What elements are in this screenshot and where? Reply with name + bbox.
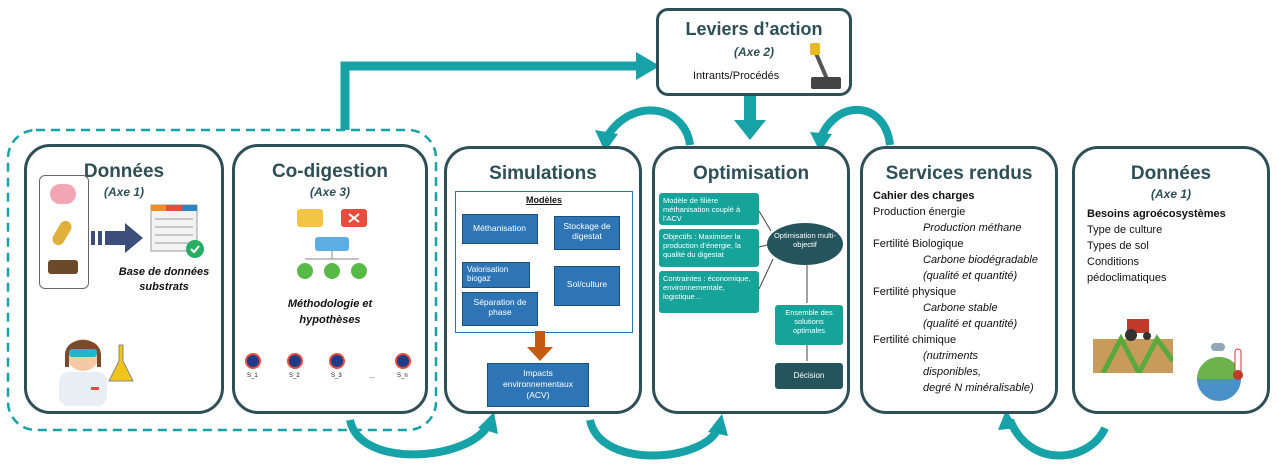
modeles-label: Modèles bbox=[525, 195, 562, 205]
box-methanisation: Méthanisation bbox=[462, 214, 538, 244]
donnees-left-axe: (Axe 1) bbox=[103, 185, 144, 199]
sample-icon bbox=[395, 353, 411, 369]
box-decision: Décision bbox=[775, 363, 843, 389]
codigestion-caption-1: Méthodologie et bbox=[287, 298, 373, 310]
substrates-box bbox=[39, 175, 89, 289]
decision-tree-icon bbox=[297, 209, 367, 279]
wheat-icon bbox=[50, 218, 74, 248]
modeles-frame: Modèles Méthanisation Valorisation bioga… bbox=[455, 191, 633, 333]
right-arrow-icon bbox=[91, 223, 143, 253]
optimisation-title: Optimisation bbox=[692, 163, 810, 184]
curve-arrow-top-left bbox=[601, 106, 694, 146]
services-prod: Production énergie bbox=[873, 206, 966, 218]
pig-icon bbox=[50, 184, 76, 204]
arrow-to-leviers bbox=[340, 61, 640, 130]
box-modele: Modèle de filière méthanisation couplé à… bbox=[659, 193, 759, 225]
optim-arrows bbox=[758, 210, 808, 361]
sample-label: S_3 bbox=[331, 373, 342, 379]
box-contraintes: Contraintes : économique, environnementa… bbox=[659, 271, 759, 313]
lever-icon bbox=[810, 43, 841, 89]
soil-icon bbox=[48, 260, 78, 274]
leviers-panel: Leviers d’action (Axe 2) Intrants/Procéd… bbox=[656, 8, 852, 96]
arrow-down-shaft bbox=[744, 96, 756, 122]
codigestion-title: Co-digestion bbox=[271, 161, 389, 182]
services-fert-bio: Fertilité Biologique bbox=[873, 238, 964, 250]
services-fert-chi: Fertilité chimique bbox=[873, 334, 957, 346]
donnees-right-besoins: Besoins agroécosystèmes bbox=[1087, 208, 1226, 220]
sample-ellipsis: ... bbox=[369, 373, 375, 380]
donnees-right-item4: pédoclimatiques bbox=[1087, 272, 1167, 284]
services-fert-phy: Fertilité physique bbox=[873, 286, 957, 298]
sample-label: S_2 bbox=[289, 373, 300, 379]
box-impacts: Impacts environnementaux (ACV) bbox=[487, 363, 589, 407]
dashed-group-border bbox=[6, 128, 438, 432]
sample-label: S_n bbox=[397, 373, 408, 379]
donnees-right-item3: Conditions bbox=[1087, 256, 1139, 268]
tractor-field-icon bbox=[1093, 319, 1173, 373]
samples-row: S_1 S_2 S_3 ... S_n bbox=[245, 353, 421, 393]
sample-icon bbox=[245, 353, 261, 369]
climate-icon bbox=[1197, 343, 1243, 401]
leviers-axe: (Axe 2) bbox=[733, 45, 774, 59]
box-optim: Optimisation multi-objectif bbox=[767, 223, 843, 265]
sample-icon bbox=[329, 353, 345, 369]
codigestion-caption-2: hypothèses bbox=[299, 314, 361, 326]
codigestion-axe: (Axe 3) bbox=[309, 185, 350, 199]
optimisation-panel: Optimisation Modèle de filière méthanisa… bbox=[652, 146, 850, 414]
sample-label: S_1 bbox=[247, 373, 258, 379]
box-stockage: Stockage de digestat bbox=[554, 216, 620, 250]
curve-arrow-bottom-2 bbox=[586, 418, 722, 460]
services-fert-chi-sub2: disponibles, bbox=[923, 366, 982, 378]
leviers-title: Leviers d’action bbox=[685, 19, 823, 39]
box-objectifs: Objectifs : Maximiser la production d’én… bbox=[659, 229, 759, 267]
donnees-left-panel: Données (Axe 1) Base de données substrat… bbox=[24, 144, 224, 414]
arrow-down-head bbox=[734, 120, 766, 140]
services-prod-sub: Production méthane bbox=[923, 222, 1022, 234]
services-fert-bio-sub1: Carbone biodégradable bbox=[923, 254, 1038, 266]
arrow-head-leviers bbox=[636, 52, 660, 80]
simulations-title: Simulations bbox=[489, 163, 597, 184]
curve-arrow-bottom-3 bbox=[1006, 418, 1109, 460]
box-valorisation: Valorisation biogaz bbox=[462, 262, 530, 288]
donnees-right-panel: Données (Axe 1) Besoins agroécosystèmes … bbox=[1072, 146, 1270, 414]
donnees-right-item1: Type de culture bbox=[1087, 224, 1163, 236]
donnees-left-caption-2: substrats bbox=[139, 281, 189, 293]
orange-down-arrow bbox=[527, 331, 553, 361]
donnees-right-axe: (Axe 1) bbox=[1150, 187, 1191, 201]
donnees-right-item2: Types de sol bbox=[1087, 240, 1149, 252]
box-separation: Séparation de phase bbox=[462, 292, 538, 326]
donnees-left-title: Données bbox=[83, 161, 165, 182]
simulations-panel: Simulations Modèles Méthanisation Valori… bbox=[444, 146, 642, 414]
donnees-left-caption-1: Base de données bbox=[118, 266, 210, 278]
curve-arrow-bottom-1 bbox=[346, 418, 492, 459]
services-cahier: Cahier des charges bbox=[873, 190, 975, 202]
sample-icon bbox=[287, 353, 303, 369]
services-fert-chi-sub3: degré N minéralisable) bbox=[923, 382, 1034, 394]
services-panel: Services rendus Cahier des charges Produ… bbox=[860, 146, 1058, 414]
database-icon bbox=[150, 204, 204, 258]
donnees-right-title: Données bbox=[1130, 163, 1212, 184]
scientist-icon bbox=[59, 339, 134, 406]
services-title: Services rendus bbox=[885, 163, 1033, 184]
services-fert-chi-sub1: (nutriments bbox=[923, 350, 979, 362]
services-fert-phy-sub1: Carbone stable bbox=[923, 302, 998, 314]
services-fert-bio-sub2: (qualité et quantité) bbox=[923, 270, 1018, 282]
leviers-text: Intrants/Procédés bbox=[693, 70, 780, 82]
box-ensemble: Ensemble des solutions optimales bbox=[775, 305, 843, 345]
curve-arrow-top-right bbox=[816, 105, 894, 146]
services-fert-phy-sub2: (qualité et quantité) bbox=[923, 318, 1018, 330]
box-sol: Sol/culture bbox=[554, 266, 620, 306]
codigestion-panel: Co-digestion (Axe 3) Méthodologie et hyp… bbox=[232, 144, 428, 414]
